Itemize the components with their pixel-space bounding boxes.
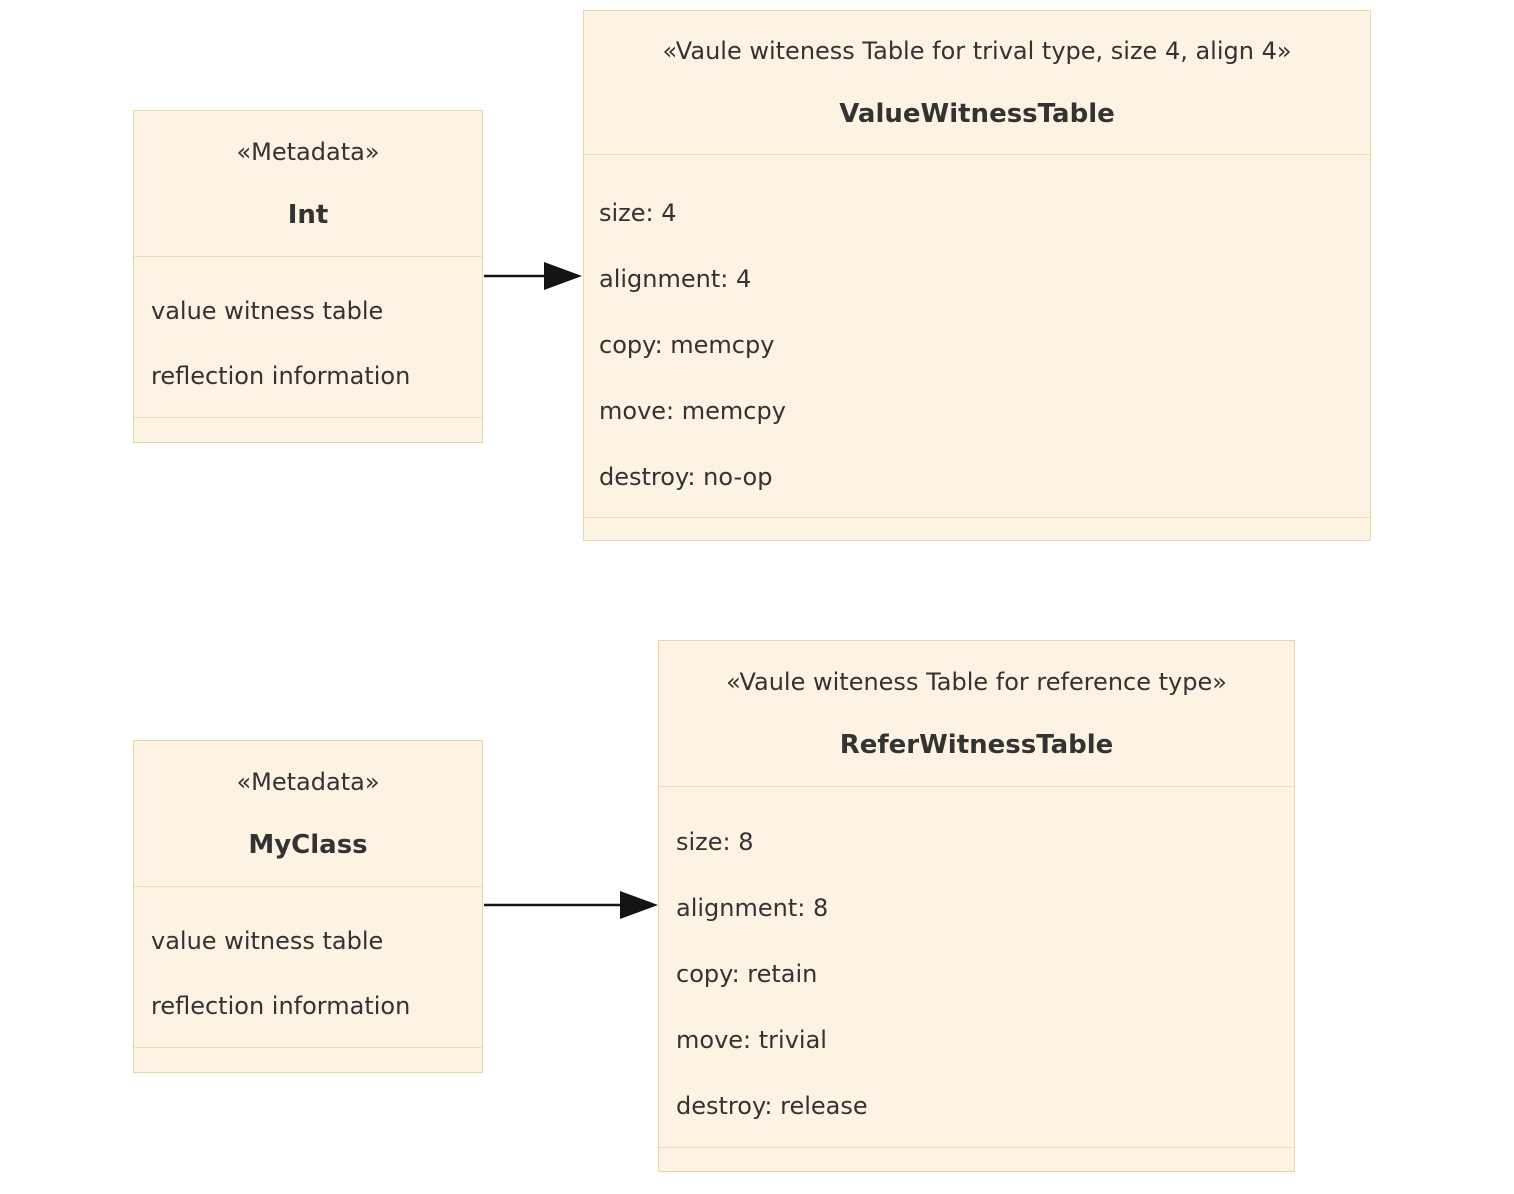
attribute-row: value witness table [151,297,384,325]
edge-myclass-to-refer-witness-table [484,891,658,919]
attribute-row: move: memcpy [599,397,786,425]
class-title-compartment: «Vaule witeness Table for reference type… [659,641,1294,786]
class-node-refer-witness-table: «Vaule witeness Table for reference type… [658,640,1295,1172]
class-name-label: ValueWitnessTable [839,98,1115,129]
attribute-row: destroy: release [676,1092,868,1120]
class-attributes-compartment: size: 4 alignment: 4 copy: memcpy move: … [584,154,1370,517]
attribute-row: copy: memcpy [599,331,775,359]
class-name-label: MyClass [248,829,368,860]
attribute-row: size: 8 [676,828,754,856]
attribute-row: reflection information [151,362,411,390]
attribute-row: destroy: no-op [599,463,773,491]
class-attributes-compartment: value witness table reflection informati… [134,886,482,1047]
attribute-row: alignment: 4 [599,265,752,293]
attribute-row: copy: retain [676,960,818,988]
attribute-row: value witness table [151,927,384,955]
stereotype-label: «Vaule witeness Table for reference type… [726,667,1227,696]
class-name-label: ReferWitnessTable [839,729,1114,760]
class-attributes-compartment: value witness table reflection informati… [134,256,482,417]
class-attributes-compartment: size: 8 alignment: 8 copy: retain move: … [659,786,1294,1147]
class-title-compartment: «Vaule witeness Table for trival type, s… [584,11,1370,154]
class-title-compartment: «Metadata» MyClass [134,741,482,886]
class-methods-compartment-empty [584,517,1370,540]
edge-int-to-value-witness-table [484,262,582,290]
attribute-row: reflection information [151,992,411,1020]
class-node-myclass: «Metadata» MyClass value witness table r… [133,740,483,1073]
stereotype-label: «Metadata» [236,137,380,166]
class-node-value-witness-table: «Vaule witeness Table for trival type, s… [583,10,1371,541]
class-title-compartment: «Metadata» Int [134,111,482,256]
stereotype-label: «Vaule witeness Table for trival type, s… [662,36,1292,65]
attribute-row: alignment: 8 [676,894,829,922]
class-name-label: Int [287,199,329,230]
stereotype-label: «Metadata» [236,767,380,796]
class-methods-compartment-empty [659,1147,1294,1171]
attribute-row: move: trivial [676,1026,827,1054]
class-node-int: «Metadata» Int value witness table refle… [133,110,483,443]
class-methods-compartment-empty [134,1047,482,1072]
attribute-row: size: 4 [599,199,677,227]
class-methods-compartment-empty [134,417,482,442]
